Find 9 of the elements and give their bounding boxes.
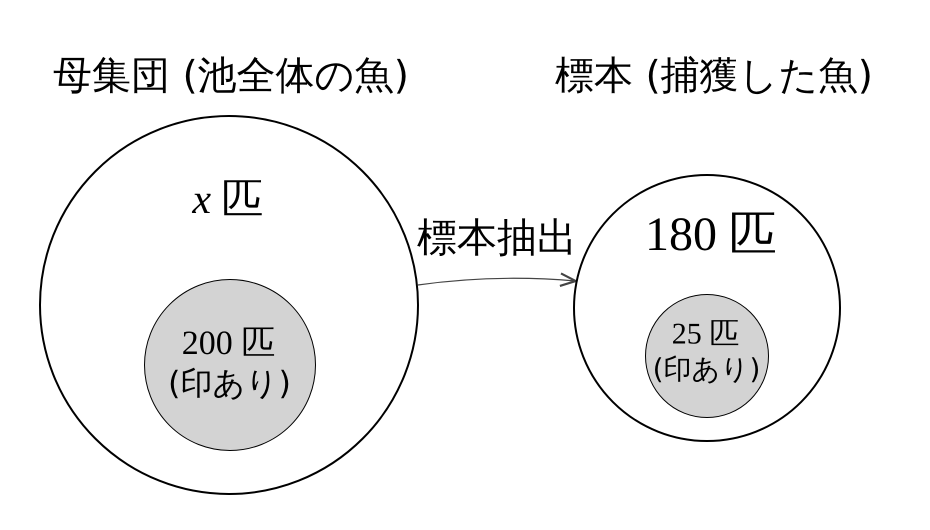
count-label: 25 匹 [672,318,740,350]
note-label: (印あり) [168,366,291,400]
heading: 標本 (捕獲した魚) [555,56,873,98]
count-label: x 匹 [192,178,264,222]
heading: 母集団 (池全体の魚) [53,56,409,98]
count-label: 180 匹 [645,210,777,260]
count-label: 200 匹 [182,326,276,362]
arrow [418,272,577,288]
note-label: (印あり) [652,354,760,384]
